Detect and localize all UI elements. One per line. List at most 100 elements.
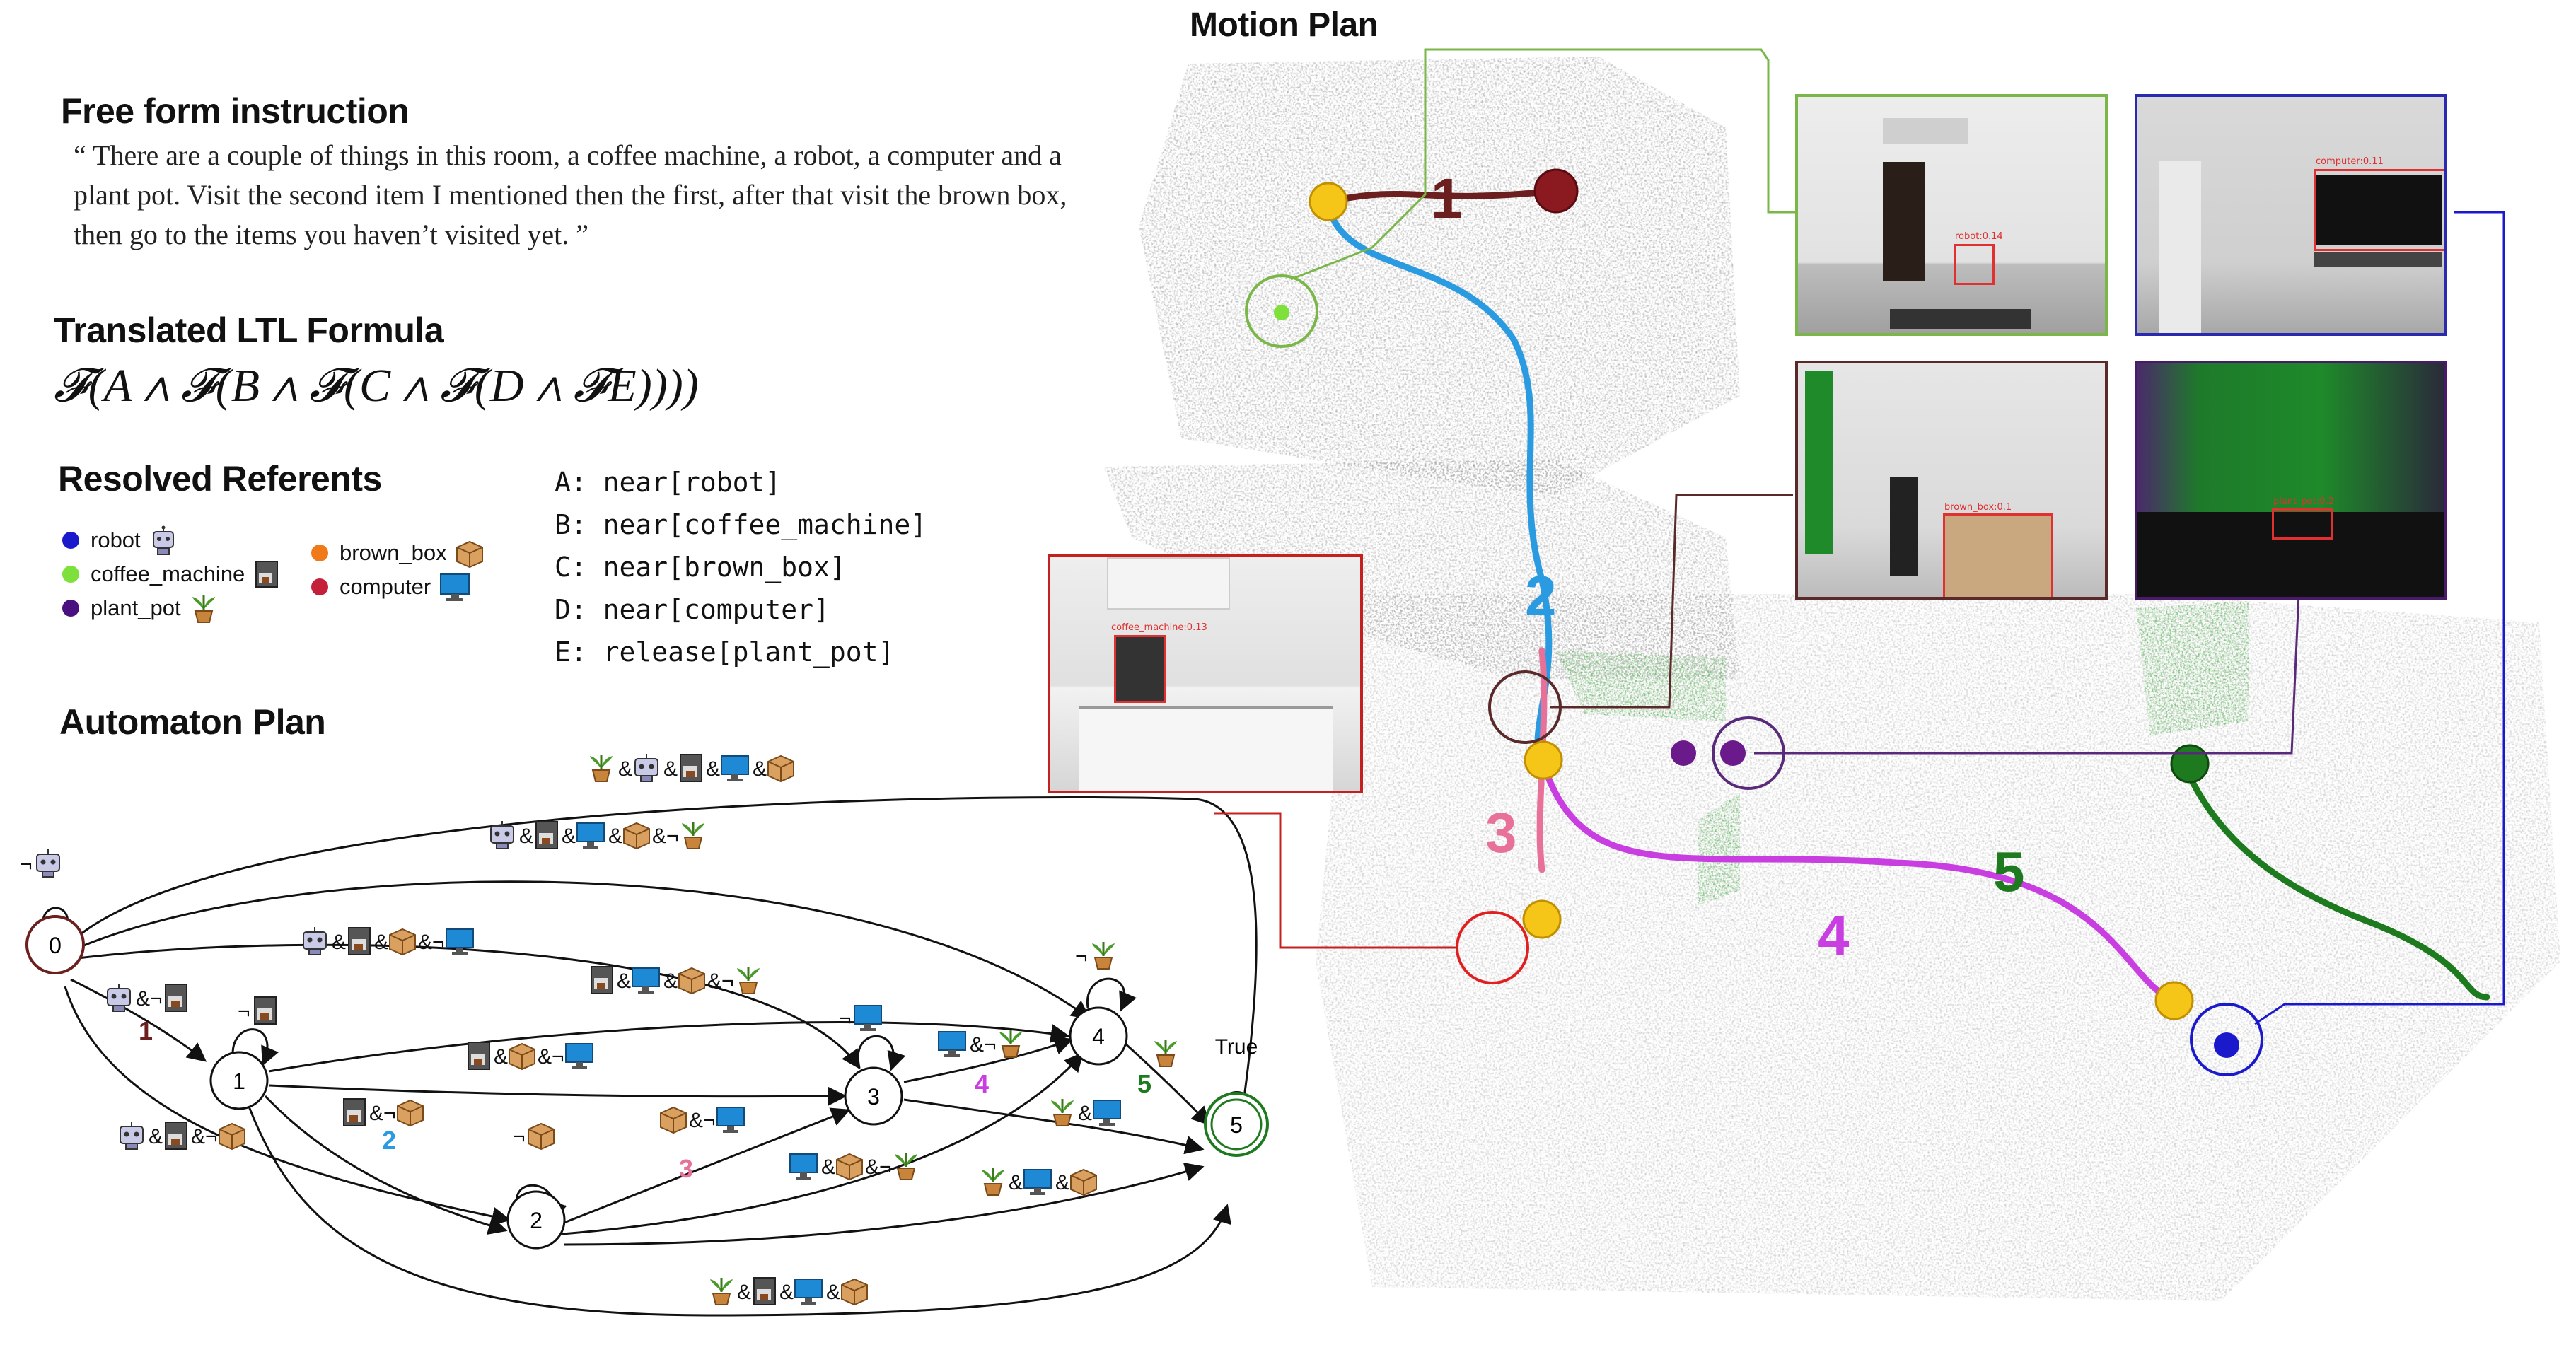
edge-label-0-2: &&¬ [120,1121,245,1150]
svg-text:&¬: &¬ [191,1125,218,1148]
edge-2-5 [564,1163,1205,1246]
state-5-label: 5 [1230,1112,1243,1138]
step-label-1: 1 [139,1016,153,1045]
edge-label-3-5: & [1050,1097,1121,1127]
camera-view-plant-pot: plant_pot:0.2 [2135,361,2447,600]
state-1 [209,1051,269,1110]
state-5 [1204,1092,1269,1157]
camera-view-robot: robot:0.14 [1795,94,2108,336]
edge-label-2-3: &¬ [660,1107,745,1134]
automaton-diagram: 0 1 2 3 4 5 True 1 2 3 4 5 &&&& &&&&¬ &&… [20,753,1269,1317]
svg-text:&¬: &¬ [865,1155,892,1179]
path-label-2: 2 [1525,564,1557,627]
edge-4-4 [1086,977,1137,1012]
edge-label-1-1: ¬ [238,996,277,1025]
plant-pot-icon [192,595,215,623]
brown-box-detection-label: brown_box:0.1 [1944,502,2012,513]
waypoint-4 [2154,981,2194,1020]
edge-3-5 [903,1098,1205,1155]
path-label-1: 1 [1431,167,1463,230]
point-cloud [1103,57,2560,1301]
connector-red [1214,812,1457,949]
svg-text:&: & [608,825,622,848]
coffee-machine-color-dot [62,566,79,583]
state-3 [844,1066,903,1126]
step-label-2: 2 [382,1126,396,1155]
svg-text:&: & [753,757,767,781]
brown-box-icon [456,540,483,569]
svg-text:&: & [1055,1171,1069,1194]
true-label: True [1215,1035,1258,1059]
edge-label-0-1: &¬ [107,983,187,1012]
edge-label-2-2: ¬ [513,1123,555,1150]
svg-text:&: & [374,931,388,954]
legend-item-robot: robot [62,525,345,556]
brown-box-color-dot [311,545,328,561]
svg-text:&: & [1009,1171,1023,1194]
edge-label-0-0: ¬ [20,849,60,878]
connector-brown-box [1550,494,1793,709]
svg-text:&¬: &¬ [652,825,679,848]
computer-marker [1533,168,1579,214]
svg-text:&: & [519,825,533,848]
step-label-3: 3 [679,1154,693,1183]
svg-text:&¬: &¬ [689,1109,716,1132]
ltl-formula: 𝓕(A ∧ 𝓕(B ∧ 𝓕(C ∧ 𝓕(D ∧ 𝓕E)))) [54,360,699,412]
referents-title: Resolved Referents [58,459,382,499]
state-5-inner-ring [1210,1098,1263,1151]
edge-2-4 [562,1052,1084,1235]
motion-paths [1325,187,2490,1004]
edge-label-0-4: &&&&¬ [490,820,706,850]
camera-view-brown-box: brown_box:0.1 [1795,361,2108,600]
motion-plan-title: Motion Plan [1190,6,1379,44]
waypoint-3 [1522,899,1562,939]
svg-text:¬: ¬ [238,1000,250,1023]
edge-2-3 [562,1107,851,1225]
state-2-label: 2 [530,1208,543,1233]
svg-text:&¬: &¬ [707,970,734,993]
edge-0-4 [70,880,1091,1020]
robot-color-dot [62,532,79,549]
edge-label-4-4: ¬ [1075,941,1116,970]
svg-text:&: & [1078,1102,1092,1125]
edge-3-4 [903,1036,1074,1083]
legend-item-plant-pot: plant_pot [62,593,345,624]
svg-text:&¬: &¬ [369,1102,396,1125]
edge-label-1-5: &&& [709,1276,868,1306]
robot-detection-label: robot:0.14 [1955,231,2003,242]
svg-text:¬: ¬ [1075,945,1088,968]
edge-label-3-3: ¬ [839,1005,882,1032]
edge-1-4 [268,1021,1070,1073]
point-cloud-map: 1 2 3 4 5 [1103,48,2560,1301]
svg-text:&: & [706,757,720,781]
plant-pot-color-dot [62,600,79,617]
connector-robot [2254,211,2505,1025]
edge-label-3-4: &¬ [938,1029,1023,1059]
robot-icon [152,525,174,555]
path-1 [1325,187,1560,205]
plant-pot-detection-label: plant_pot:0.2 [2273,496,2335,507]
svg-text:¬: ¬ [839,1007,852,1030]
coffee-machine-icon [255,561,279,588]
edge-label-1-2: &¬ [343,1098,424,1126]
camera-view-coffee-machine: coffee_machine:0.13 [1048,554,1363,793]
edge-label-0-3: &&&¬ [303,926,474,955]
svg-text:&¬: &¬ [538,1045,564,1069]
plant-pot-dot-b [1720,740,1746,766]
coffee-machine-detection-label: coffee_machine:0.13 [1111,622,1207,633]
ltl-title: Translated LTL Formula [54,310,444,350]
edge-0-1 [70,978,207,1062]
edge-1-5 [248,1106,1231,1317]
camera-view-computer: computer:0.11 [2135,94,2447,336]
path-4 [1540,760,2178,1004]
step-label-5: 5 [1137,1069,1151,1098]
path-label-4: 4 [1818,904,1850,967]
state-4-label: 4 [1092,1024,1105,1049]
edge-3-3 [857,1035,906,1071]
state-3-label: 3 [867,1084,880,1110]
path-label-5: 5 [1993,840,2025,903]
computer-icon [440,573,470,601]
waypoint-start [1309,182,1348,221]
automaton-title: Automaton Plan [59,702,326,742]
coffee-machine-region [1245,274,1318,348]
